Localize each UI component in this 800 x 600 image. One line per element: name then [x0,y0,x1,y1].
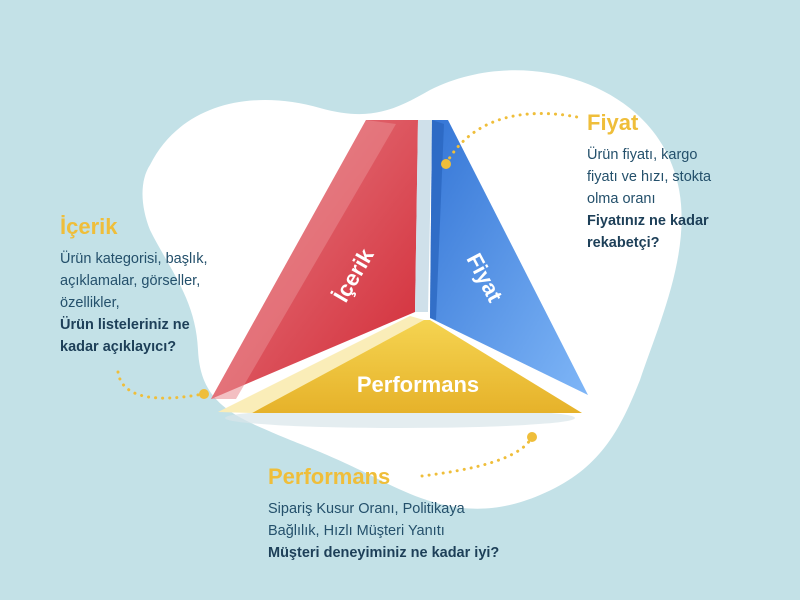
performance-question-line-1: Müşteri deneyiminiz ne kadar iyi? [268,545,500,561]
content-connector-dot [199,389,209,399]
price-question-line-1: Fiyatınız ne kadar [587,213,709,229]
price-connector [444,111,584,166]
performance-connector [420,435,534,478]
price-desc-line-2: fiyatı ve hızı, stokta [587,169,712,185]
content-desc-line-3: özellikler, [60,295,120,311]
price-question-line-2: rekabetçi? [587,235,660,251]
performance-face [252,320,582,413]
content-connector [116,370,205,400]
performance-face-highlight [218,316,424,413]
content-question-line-1: Ürün listeleriniz ne [60,317,190,333]
content-info: İçerik Ürün kategorisi, başlık, açıklama… [60,214,260,358]
content-face-highlight [211,120,396,399]
performance-desc-line-1: Sipariş Kusur Oranı, Politikaya [268,501,465,517]
performance-info: Performans Sipariş Kusur Oranı, Politika… [268,464,568,564]
price-title: Fiyat [587,110,639,135]
performance-face-label: Performans [357,372,479,397]
price-info: Fiyat Ürün fiyatı, kargo fiyatı ve hızı,… [587,110,787,254]
content-face-edge [415,120,432,312]
performance-title: Performans [268,464,391,489]
price-face-edge [430,120,444,320]
content-question-line-2: kadar açıklayıcı? [60,339,177,355]
content-title: İçerik [60,214,118,239]
content-desc-line-2: açıklamalar, görseller, [60,273,201,289]
price-desc-line-3: olma oranı [587,191,656,207]
price-connector-dot [441,159,451,169]
price-face [430,120,588,395]
content-desc-line-1: Ürün kategorisi, başlık, [60,251,208,267]
performance-connector-dot [527,432,537,442]
price-desc-line-1: Ürün fiyatı, kargo [587,147,698,163]
performance-desc-line-2: Bağlılık, Hızlı Müşteri Yanıtı [268,523,445,539]
